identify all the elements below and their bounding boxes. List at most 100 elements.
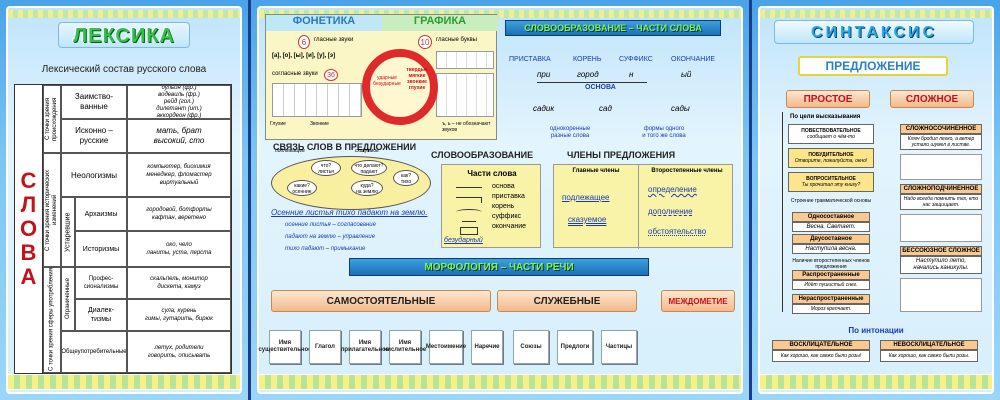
morpheme-example: город: [577, 70, 599, 79]
row-example: скальпель, монитор дискета, камуз: [127, 267, 231, 299]
poster-syntax: СИНТАКСИС ПРЕДЛОЖЕНИЕ ПРОСТОЕ СЛОЖНОЕ По…: [752, 0, 1000, 400]
vtorostep-label: Второстепенные члены: [651, 168, 723, 174]
rasprostr-label: Распространенные: [792, 270, 870, 280]
osnova-label: ОСНОВА: [585, 84, 616, 91]
scheme-box: [900, 214, 982, 242]
consonant-letters-grid: [436, 73, 494, 117]
ring-vowel-types: ударные безударные: [373, 75, 401, 87]
row-example: сула, курень гимы, гутарить, бирюк: [127, 299, 231, 331]
podl-example: подлежащее: [562, 193, 610, 202]
chasti-slova-title: Части слова: [467, 169, 517, 178]
vowel-letters-label: гласные буквы: [436, 37, 477, 43]
word-example: сады: [671, 104, 690, 113]
bezudarny-example: безударный: [444, 237, 483, 244]
prostoe-banner: ПРОСТОЕ: [786, 90, 870, 108]
divider: [638, 165, 639, 249]
vowels-count: 6: [298, 35, 310, 49]
slozhnoe-banner: СЛОЖНОЕ: [890, 90, 974, 108]
povest-block: ПОВЕСТВОВАТЕЛЬНОЕ сообщает о чём-то: [788, 124, 874, 144]
neraspr-example: Мороз крепчает.: [792, 304, 870, 314]
nevoskl-label: НЕВОСКЛИЦАТЕЛЬНОЕ: [880, 340, 978, 350]
question: что делают? падают: [351, 160, 387, 176]
question: куда? на землю: [351, 180, 383, 196]
ornament-bottom: [8, 374, 240, 390]
phonetics-block: ФОНЕТИКА ГРАФИКА 6 гласные звуки 10 глас…: [265, 14, 498, 140]
morpheme-label: ОКОНЧАНИЕ: [671, 56, 716, 63]
vowel-letters-count: 10: [418, 35, 432, 49]
row-label: Архаизмы: [75, 197, 127, 231]
bessoyuz-label: БЕССОЮЗНОЕ СЛОЖНОЕ: [900, 246, 982, 256]
pos-card: Местоимение: [426, 330, 466, 364]
voskl-example: Как хорошо, как свежо были розы!: [772, 350, 870, 362]
ornament-bottom: [259, 374, 741, 390]
label-limited: Ограниченные: [61, 267, 75, 331]
row-label: Исконно – русские: [61, 119, 127, 153]
nevoskl-example: Как хорошо, как свежо были розы.: [880, 350, 978, 362]
vowels-list: [а], [о], [ы], [и], [у], [э]: [272, 53, 336, 59]
lexika-subtitle: Лексический состав русского слова: [41, 64, 207, 75]
row-example: летух, родители говорить, описывать: [127, 331, 231, 373]
prim-example: тихо падают – примыкание: [285, 246, 366, 252]
morpheme-example: при: [537, 70, 551, 79]
chleny-box: Главные члены Второстепенные члены подле…: [553, 164, 733, 249]
dvusost-example: Наступила весна.: [792, 244, 870, 254]
poster-center: ФОНЕТИКА ГРАФИКА 6 гласные звуки 10 глас…: [251, 0, 749, 400]
svyaz-title: СВЯЗЬ СЛОВ В ПРЕДЛОЖЕНИИ: [273, 142, 417, 152]
pos-card: Предлоги: [557, 330, 593, 364]
ornament-bottom: [760, 374, 992, 390]
ornament-top: [760, 10, 992, 18]
chasti-item: окончание: [492, 223, 527, 230]
bessoyuz-example: Наступило лето, начались каникулы.: [900, 256, 982, 274]
dopoln-example: дополнение: [648, 207, 693, 216]
pos-card: Имя прилагательное: [341, 330, 389, 364]
chasti-item: основа: [492, 183, 515, 190]
chleny-title: ЧЛЕНЫ ПРЕДЛОЖЕНИЯ: [567, 150, 676, 160]
row-example: око, чело ланиты, уста, перста: [127, 231, 231, 267]
voskl-label: ВОСКЛИЦАТЕЛЬНОЕ: [772, 340, 870, 350]
pos-card: Союзы: [513, 330, 549, 364]
syntax-title: СИНТАКСИС: [774, 20, 974, 44]
sluzh-banner: СЛУЖЕБНЫЕ: [497, 290, 637, 312]
pobud-block: ПОБУДИТЕЛЬНОЕ Отворите, пожалуйста, окно…: [788, 148, 874, 168]
vopros-example: Ты прочитал эту книгу?: [801, 182, 861, 188]
morpheme-label: КОРЕНЬ: [573, 56, 602, 63]
morpheme-example: н: [629, 70, 634, 79]
row-label: Историзмы: [75, 231, 127, 267]
morph-title: МОРФОЛОГИЯ – ЧАСТИ РЕЧИ: [349, 258, 649, 276]
dvusost-label: Двусоставное: [792, 234, 870, 244]
skaz-example: сказуемое: [568, 215, 607, 224]
pos-card: Глагол: [309, 330, 341, 364]
ring-consonant-types: твердые мягкие звонкие глухие: [406, 67, 428, 91]
vowels-label: гласные звуки: [314, 37, 354, 43]
row-label: Неологизмы: [61, 153, 127, 197]
chasti-slova-box: Части слова основа приставка корень суфф…: [441, 164, 541, 248]
pos-card: Наречие: [471, 330, 503, 364]
word-example: садик: [533, 104, 555, 113]
slozhnosochin-example: Ключ бродил легко, а ветер устало шумел …: [900, 134, 982, 150]
word-forms-note: формы одного и того же слова: [642, 126, 686, 139]
voiceless-label: Глухие: [270, 121, 286, 127]
word-example: сад: [599, 104, 612, 113]
tree-line: [782, 112, 783, 312]
question: как? тихо: [393, 170, 419, 186]
povest-label: ПОВЕСТВОВАТЕЛЬНОЕ: [801, 128, 861, 134]
nalichie-label: Наличие второстепенных членов предложени…: [792, 258, 870, 270]
fonetika-title: ФОНЕТИКА: [266, 15, 382, 31]
lexika-table: С Л О В А С точки зрения происхождения С…: [14, 84, 232, 374]
voiced-label: Звонкие: [310, 121, 329, 127]
stroenie-label: Строение грамматической основы: [790, 198, 872, 204]
mezhd-banner: МЕЖДОМЕТИЕ: [661, 290, 735, 312]
svyaz-sentence: Осенние листья тихо падают на землю.: [271, 208, 428, 217]
chasti-item: суффикс: [492, 213, 521, 220]
slozhnosochin-label: СЛОЖНОСОЧИНЕННОЕ: [900, 124, 982, 134]
glavnye-label: Главные члены: [572, 168, 620, 174]
row-label: Диалек- тизмы: [75, 299, 127, 331]
ornament-top: [8, 10, 240, 18]
row-label: Заимство- ванные: [61, 85, 127, 119]
scheme-box: [900, 154, 982, 180]
pristavka-mark: [456, 197, 482, 203]
pos-card: Имя существительное: [258, 330, 312, 364]
question: какие? осенние: [287, 180, 317, 196]
row-example: городовой, ботфорты кафтан, веретено: [127, 197, 231, 231]
neraspr-label: Нераспространенные: [792, 294, 870, 304]
